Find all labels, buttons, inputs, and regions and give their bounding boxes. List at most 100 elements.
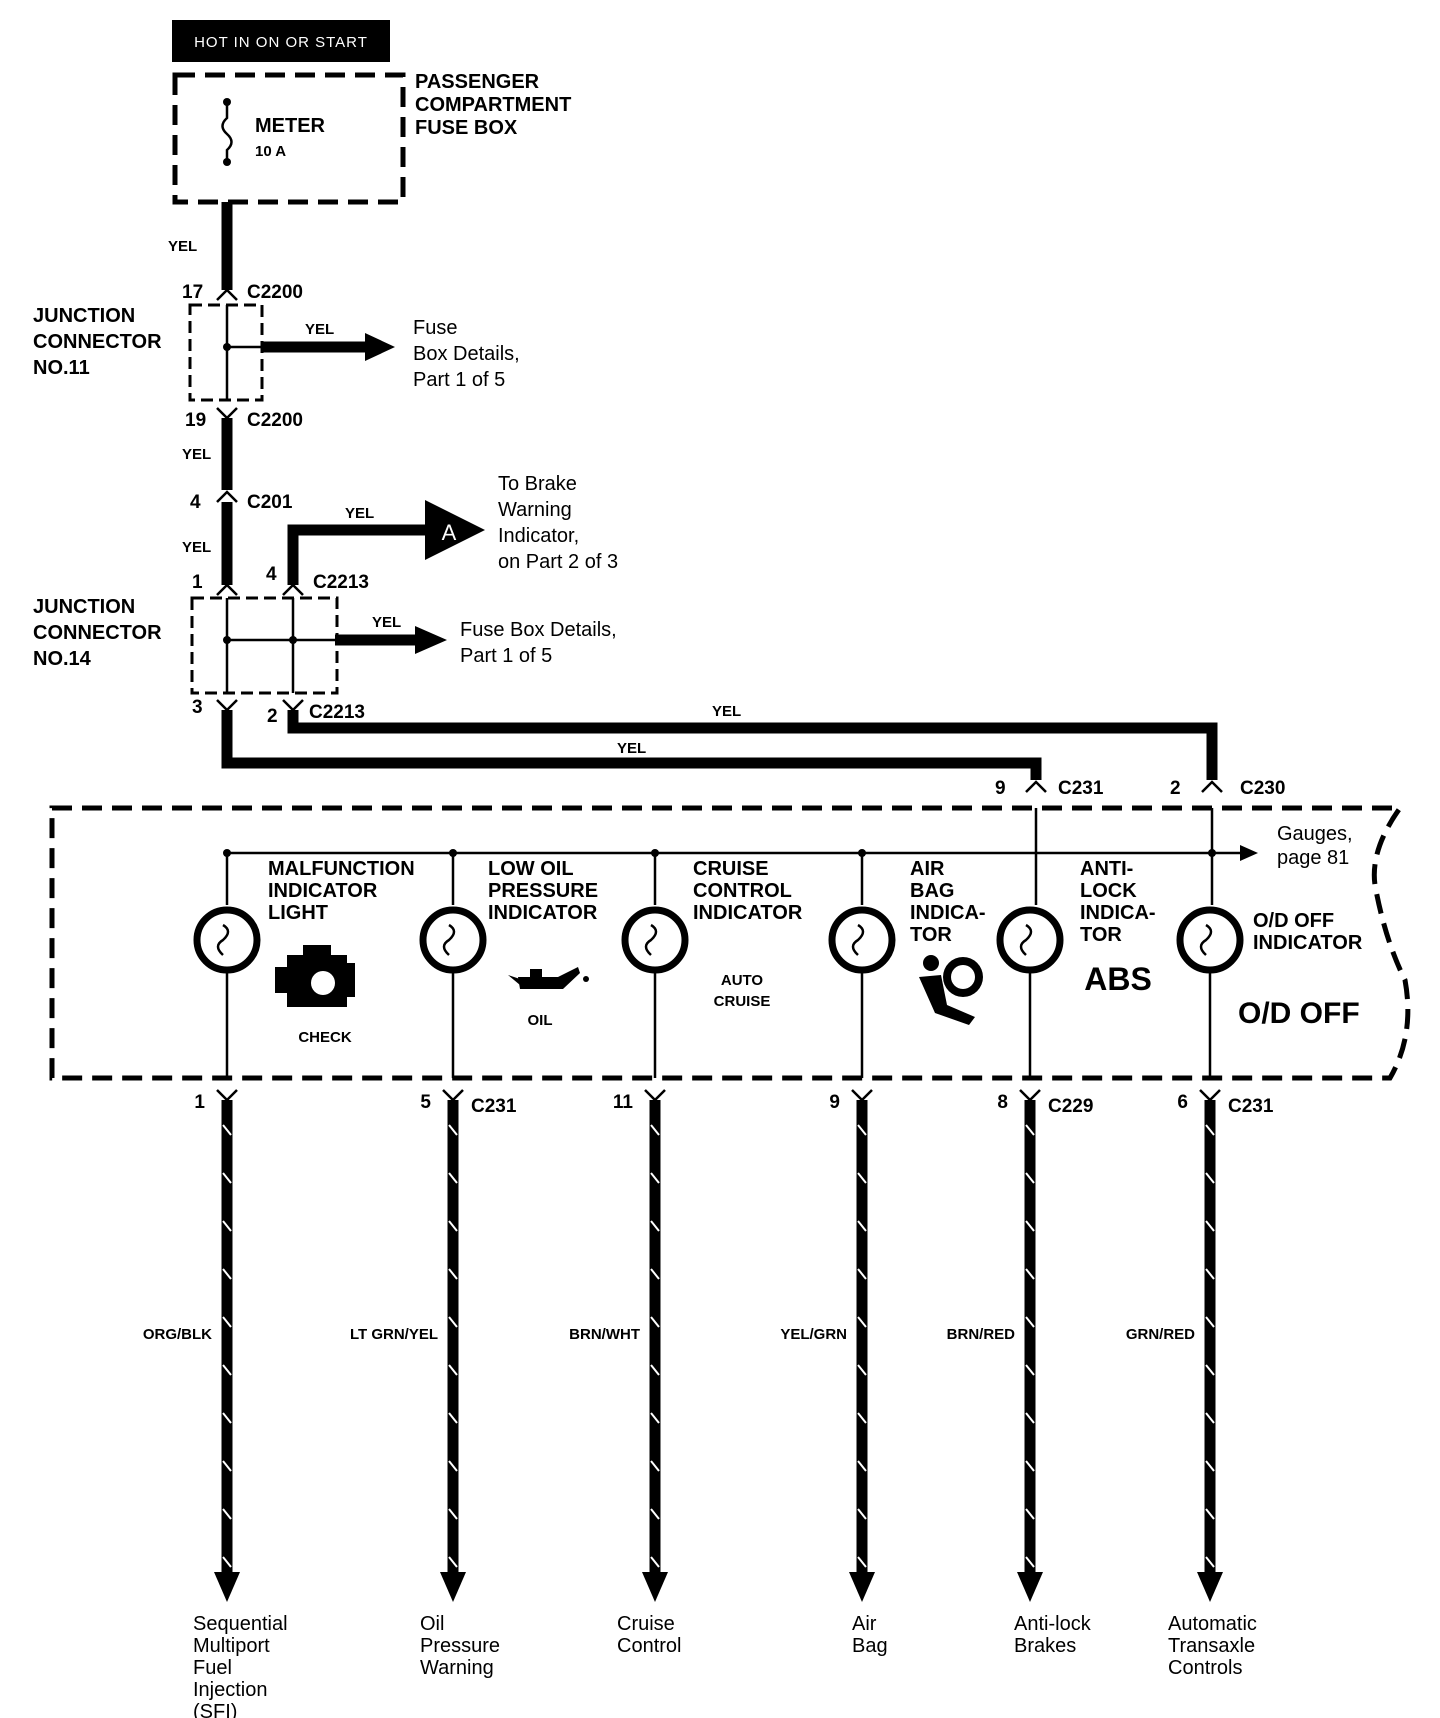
junction14-outline — [190, 596, 339, 695]
fuse-symbol — [221, 98, 233, 166]
gauges-ref-text: Gauges, page 81 — [1277, 823, 1358, 869]
c231-top-connector: C231 — [1058, 778, 1104, 799]
wire-c201-j14-color: YEL — [182, 539, 211, 556]
j11-connector-bottom: C2200 — [247, 410, 303, 431]
c201-connector: C201 — [247, 492, 293, 513]
j14-pin-2: 2 — [267, 706, 278, 727]
c230-top-pin: 2 — [1170, 778, 1181, 799]
fuse-box-title: PASSENGER COMPARTMENT FUSE BOX — [415, 71, 577, 139]
j11-connector-top-symbol — [216, 288, 238, 301]
j11-branch-color: YEL — [305, 321, 334, 338]
wire-pin3-to-c231 — [221, 710, 1042, 780]
j11-ref-text: Fuse Box Details, Part 1 of 5 — [413, 317, 525, 391]
gauge-cluster-outline — [49, 805, 1411, 1081]
j11-connector-bottom-symbol — [216, 407, 238, 420]
gauges-ref-arrow — [1240, 845, 1258, 861]
brake-ref-letter: A — [442, 520, 457, 545]
fuse-rating: 10 A — [255, 143, 286, 160]
check-engine-icon — [275, 945, 355, 1007]
check-symbol-text: CHECK — [298, 1029, 352, 1046]
bulb-icon — [419, 906, 487, 974]
indicator-pin: 6 — [1177, 1092, 1188, 1113]
j14-branch-arrow — [415, 626, 447, 654]
wire-j11-c201-color: YEL — [182, 446, 211, 463]
indicator-wire-color: BRN/RED — [947, 1326, 1016, 1343]
bulb-icon — [828, 906, 896, 974]
bulb-icon — [193, 906, 261, 974]
wire-pin3-c231-color: YEL — [617, 740, 646, 757]
fuse-name: METER — [255, 115, 326, 137]
c201-pin: 4 — [190, 492, 201, 513]
indicator-wire-color: BRN/WHT — [569, 1326, 640, 1343]
junction11-title: JUNCTION CONNECTOR NO.11 — [33, 305, 167, 379]
wire-pin2-to-c230 — [287, 710, 1218, 780]
j14-ref-text: Fuse Box Details, Part 1 of 5 — [460, 619, 622, 667]
bulb-icon — [621, 906, 689, 974]
power-header-box — [172, 20, 390, 62]
j14-connector-bottom: C2213 — [309, 702, 365, 723]
indicator-pin: 5 — [420, 1092, 431, 1113]
j14-branch-color: YEL — [372, 614, 401, 631]
brake-ref-text: To Brake Warning Indicator, on Part 2 of… — [498, 473, 618, 573]
indicator-wire-color: LT GRN/YEL — [350, 1326, 438, 1343]
indicator-wire-color: YEL/GRN — [780, 1326, 847, 1343]
indicator-connector: C229 — [1048, 1096, 1093, 1117]
j11-branch-arrow — [365, 333, 395, 361]
bulb-icon — [996, 906, 1064, 974]
junction14-title: JUNCTION CONNECTOR NO.14 — [33, 596, 167, 670]
od-off-symbol-text: O/D OFF — [1238, 997, 1360, 1030]
oil-can-icon — [508, 967, 589, 989]
indicator-pin: 11 — [613, 1092, 634, 1113]
j14-pin-4: 4 — [266, 564, 277, 585]
j14-connector-top: C2213 — [313, 572, 369, 593]
wire-feed-color: YEL — [168, 238, 197, 255]
c230-top-connector: C230 — [1240, 778, 1285, 799]
bulb-icon — [1176, 906, 1244, 974]
j11-pin-bottom: 19 — [185, 410, 206, 431]
indicator-pin: 1 — [194, 1092, 205, 1113]
indicator-connector: C231 — [1228, 1096, 1274, 1117]
indicator-pin: 9 — [829, 1092, 840, 1113]
cruise-symbol-line2: CRUISE — [714, 993, 771, 1010]
wire-brake-branch — [287, 524, 430, 585]
indicator-wire-color: ORG/BLK — [143, 1326, 212, 1343]
brake-branch-color: YEL — [345, 505, 374, 522]
j11-pin-top: 17 — [182, 282, 203, 303]
fuse-box-outline — [172, 72, 406, 205]
c231-top-pin: 9 — [995, 778, 1006, 799]
cruise-symbol-line1: AUTO — [721, 972, 764, 989]
airbag-icon — [919, 955, 983, 1025]
j11-connector-top: C2200 — [247, 282, 303, 303]
brake-ref-arrow — [425, 500, 485, 560]
indicator-pin: 8 — [997, 1092, 1008, 1113]
oil-symbol-text: OIL — [528, 1012, 553, 1029]
indicator-connector: C231 — [471, 1096, 517, 1117]
abs-symbol-text: ABS — [1084, 961, 1152, 997]
c201-symbol — [216, 490, 238, 503]
power-header-label: HOT IN ON OR START — [194, 34, 368, 51]
j14-pin-1: 1 — [192, 572, 203, 593]
indicator-wire-color: GRN/RED — [1126, 1326, 1195, 1343]
wire-pin2-c230-color: YEL — [712, 703, 741, 720]
j14-pin-3: 3 — [192, 697, 203, 718]
